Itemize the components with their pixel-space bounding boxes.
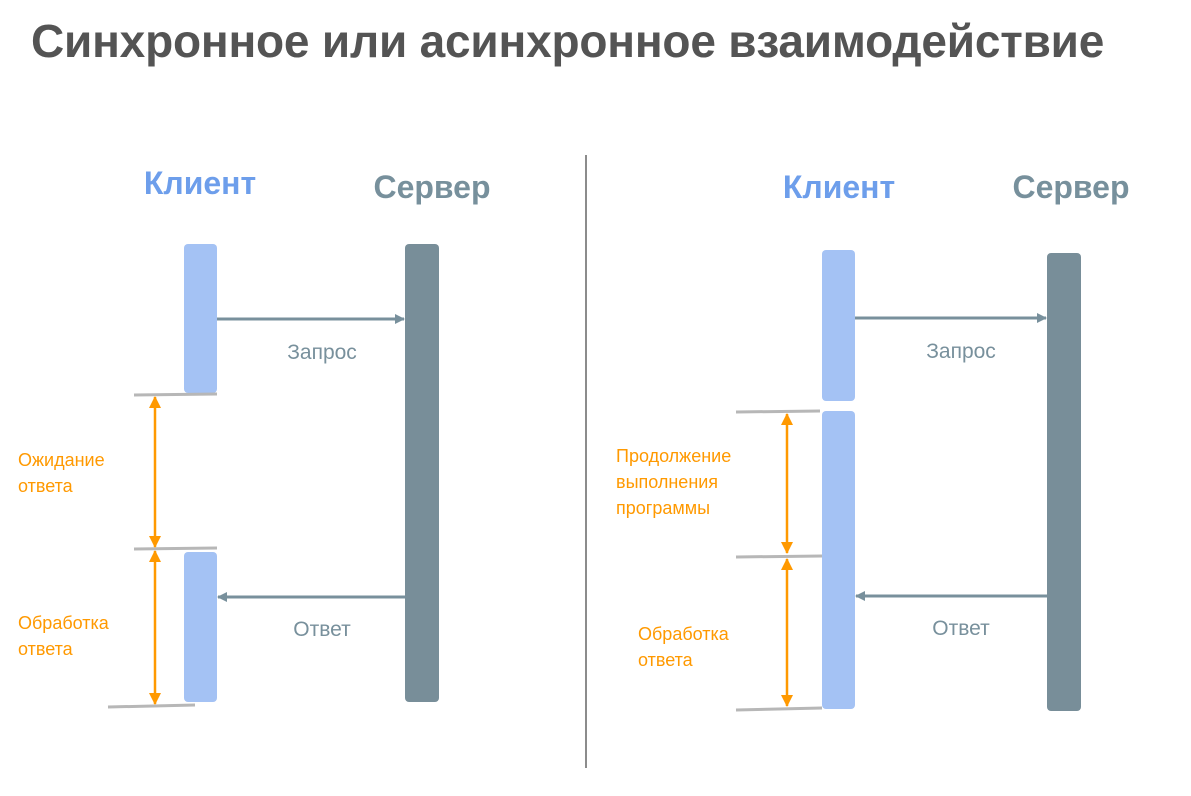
async-client-label: Клиент (783, 169, 895, 205)
sync-wait-label: Ожидание ответа (18, 450, 110, 496)
async-server-bar (1047, 253, 1081, 711)
page-title: Синхронное или асинхронное взаимодействи… (31, 15, 1105, 67)
sync-response-label: Ответ (293, 618, 351, 641)
async-response-label: Ответ (932, 617, 990, 640)
sync-client-bar-request (184, 244, 217, 393)
sync-guide-line-middle (133, 546, 218, 551)
async-process-label: Обработка ответа (638, 624, 734, 670)
async-client-bar-request (822, 250, 855, 401)
async-continue-label: Продолжение выполнения программы (616, 446, 736, 518)
sync-server-label: Сервер (373, 169, 490, 205)
async-server-label: Сервер (1012, 169, 1129, 205)
async-request-label: Запрос (926, 340, 996, 363)
sync-server-bar (405, 244, 439, 702)
sync-client-label: Клиент (144, 165, 256, 201)
async-guide-line-top (735, 409, 821, 414)
async-guide-line-middle (735, 554, 823, 559)
async-panel: Клиент Сервер Запрос Ответ Продолжение в… (616, 169, 1130, 712)
sync-client-bar-response (184, 552, 217, 702)
async-client-bar-continue (822, 411, 855, 709)
sync-request-label: Запрос (287, 341, 357, 364)
sync-guide-line-top (133, 392, 218, 397)
sync-panel: Клиент Сервер Запрос Ответ Ожидание отве… (18, 165, 491, 709)
sync-process-label: Обработка ответа (18, 613, 114, 659)
async-guide-line-bottom (735, 706, 823, 712)
sync-guide-line-bottom (107, 703, 196, 709)
